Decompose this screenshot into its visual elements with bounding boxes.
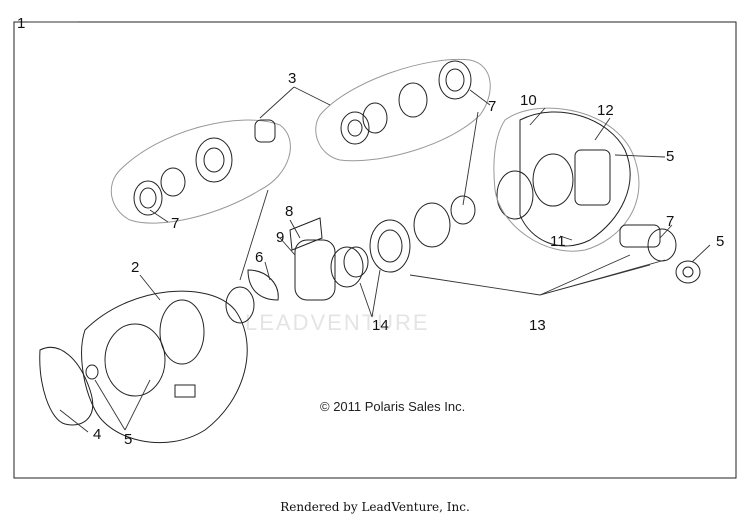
callout-2: 2 — [131, 259, 139, 276]
footer-credit: Rendered by LeadVenture, Inc. — [280, 500, 470, 514]
callout-3: 3 — [288, 70, 296, 87]
assembly-frame — [13, 21, 737, 479]
bearing-kit-bubble-left — [110, 119, 291, 224]
callout-12: 12 — [597, 102, 614, 119]
callout-7-shaft: 7 — [666, 213, 674, 230]
bearing-left — [133, 119, 276, 216]
callout-5-seal: 5 — [716, 233, 724, 250]
housing-bubble — [493, 107, 640, 252]
callout-10: 10 — [520, 92, 537, 109]
callout-13: 13 — [529, 317, 546, 334]
bearing-kit-bubble-right — [315, 58, 491, 162]
callout-6: 6 — [255, 249, 263, 266]
callout-4: 4 — [93, 426, 101, 443]
callout-9: 9 — [276, 229, 284, 246]
bearing-right — [340, 60, 472, 145]
watermark: LEADVENTURE — [245, 310, 430, 335]
callout-5-cover: 5 — [124, 431, 132, 448]
callout-5-housing: 5 — [666, 148, 674, 165]
cover-assembly — [39, 269, 279, 444]
gear-case-housing — [496, 111, 631, 247]
copyright-text: © 2011 Polaris Sales Inc. — [320, 399, 465, 414]
callout-11: 11 — [550, 233, 566, 250]
callout-14: 14 — [372, 317, 389, 334]
callout-8: 8 — [285, 203, 293, 220]
callout-7-left: 7 — [171, 215, 179, 232]
callout-1: 1 — [17, 15, 25, 32]
callout-7-right: 7 — [488, 98, 496, 115]
gear-stack — [289, 195, 476, 301]
output-shaft — [619, 224, 701, 284]
leader-lines — [28, 21, 711, 433]
